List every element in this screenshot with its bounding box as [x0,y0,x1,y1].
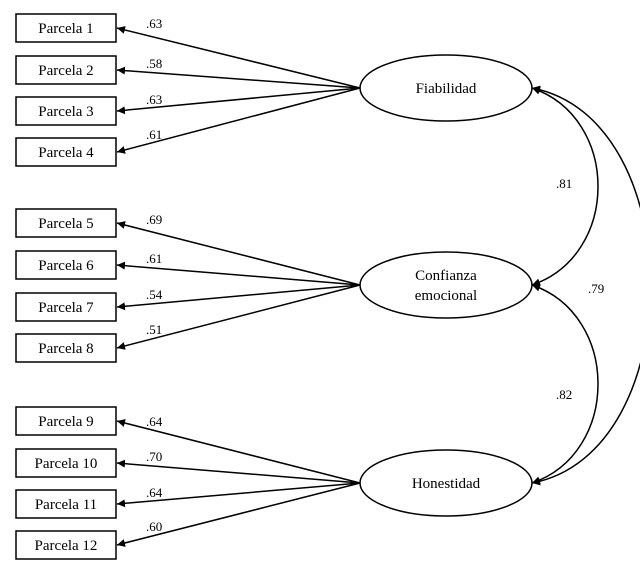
indicator-box [15,333,117,363]
loading-value: .58 [146,56,162,71]
indicator-label: Parcela 11 [35,497,97,513]
indicator-label: Parcela 4 [38,145,94,161]
correlation-value: .79 [588,281,604,296]
indicator-label: Parcela 1 [38,21,93,37]
indicator-label: Parcela 5 [38,216,93,232]
factor-label: Fiabilidad [416,81,477,97]
loading-arrow [116,419,361,484]
loading-arrow [116,87,361,154]
indicator-box [15,406,117,436]
indicator-box [15,208,117,238]
loading-value: .61 [146,127,162,142]
indicator-label: Parcela 3 [38,104,93,120]
edges-layer [116,26,640,547]
indicator-label: Parcela 6 [38,258,94,274]
loading-value: .63 [146,92,162,107]
loading-arrow [116,482,361,547]
factor-label: Confianza [415,268,477,284]
correlation-curve [531,85,640,486]
loading-value: .69 [146,212,162,227]
loading-arrow [116,26,361,89]
indicator-label: Parcela 7 [38,300,94,316]
factor-ellipse [359,54,533,122]
nodes-layer [15,13,533,560]
indicator-label: Parcela 2 [38,63,93,79]
indicator-label: Parcela 9 [38,414,93,430]
loading-arrow [116,66,361,89]
loading-arrow [116,261,361,286]
indicator-box [15,292,117,322]
loading-value: .63 [146,16,162,31]
correlation-value: .81 [556,176,572,191]
loading-value: .54 [146,287,163,302]
indicator-box [15,55,117,85]
factor-ellipse [359,251,533,319]
indicator-box [15,448,117,478]
indicator-box [15,96,117,126]
loading-value: .51 [146,322,162,337]
indicator-box [15,13,117,43]
factor-ellipse [359,449,533,517]
indicator-box [15,489,117,519]
indicator-label: Parcela 8 [38,341,93,357]
loading-arrow [116,284,361,311]
loading-value: .64 [146,414,163,429]
factor-label: Honestidad [412,476,481,492]
indicator-box [15,250,117,280]
indicator-box [15,137,117,167]
loading-value: .64 [146,485,163,500]
indicator-label: Parcela 10 [35,456,98,472]
loading-value: .70 [146,449,162,464]
loading-arrow [116,221,361,286]
correlation-value: .82 [556,387,572,402]
loading-arrow [116,284,361,350]
loading-value: .61 [146,251,162,266]
loading-value: .60 [146,519,162,534]
loading-arrow [116,87,361,115]
loading-arrow [116,459,361,484]
indicator-box [15,530,117,560]
correlation-curve [531,283,599,485]
factor-label: emocional [415,288,477,304]
correlation-curve [531,86,599,287]
indicator-label: Parcela 12 [35,538,98,554]
loading-arrow [116,482,361,508]
